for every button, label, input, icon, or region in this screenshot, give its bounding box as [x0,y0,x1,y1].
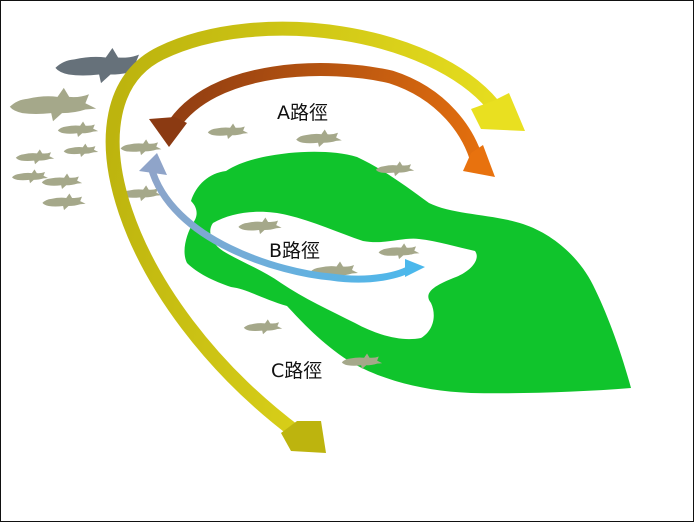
route-b-label: B路徑 [269,240,320,262]
route-b-arrowhead-left [139,153,167,175]
shark-icon [63,143,99,157]
route-c-arrowhead-bottom [281,421,326,453]
route-c-arrow [105,21,499,439]
shark-icon [15,149,55,165]
shark-icon [57,121,99,138]
shark-icon [41,173,83,190]
route-a-arrow [165,63,486,171]
route-c-arrowhead-top [471,93,525,131]
shark-icon [243,319,283,335]
route-a-arrowhead-left [149,117,187,147]
shark-icon [120,139,162,156]
route-b-arrow [147,166,415,283]
shark-icon [42,193,86,211]
shark-icon [9,87,97,122]
route-c-label: C路徑 [271,360,322,382]
shark-icon [12,169,48,184]
shark-icon [207,123,249,140]
route-a-label: A路徑 [277,102,328,124]
route-b-arrowhead-right [405,259,425,277]
route-a-arrowhead-right [463,145,495,177]
shark-icon [296,129,342,148]
